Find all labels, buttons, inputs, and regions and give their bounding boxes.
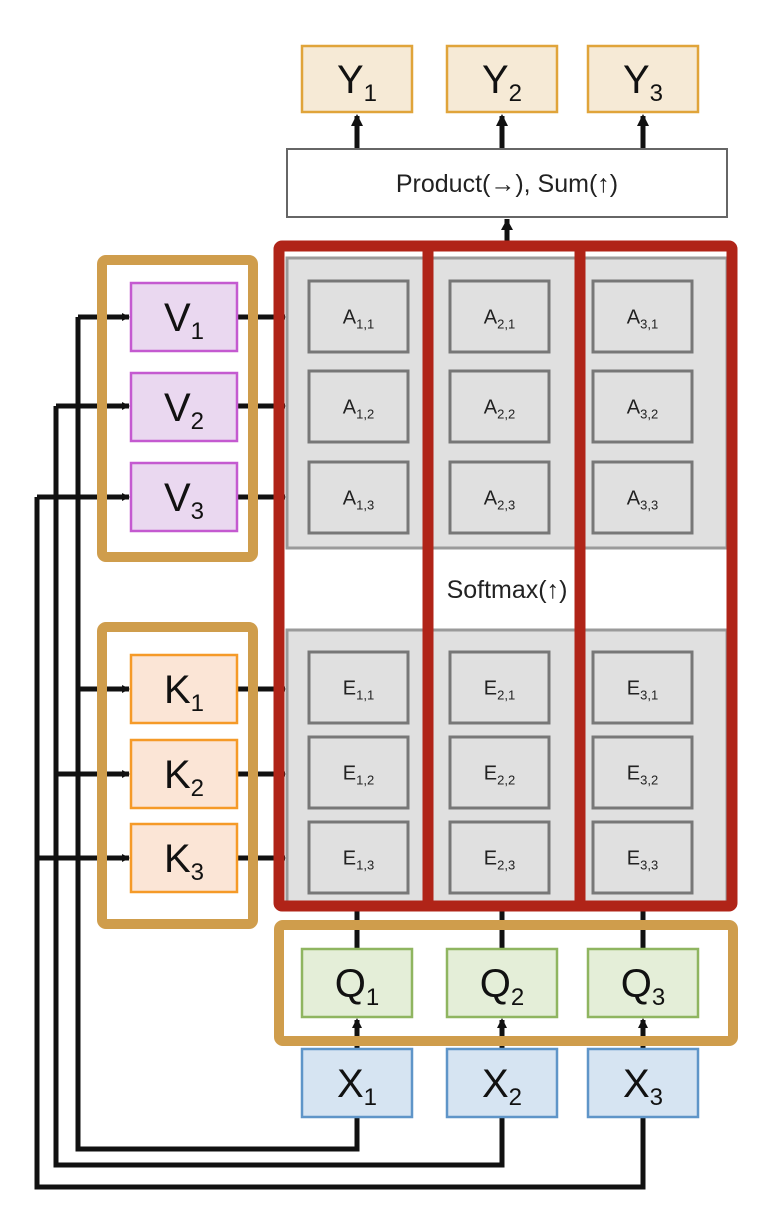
input-box-3-label: X3 [623, 1062, 663, 1111]
attention-cell-1-2: A1,2 [307, 369, 410, 444]
attention-cell-1-1: A1,1 [307, 279, 410, 354]
output-box-3: Y3 [586, 44, 700, 114]
attention-cell-1-3: A1,3 [307, 460, 410, 535]
product-sum-label: Product(→), Sum(↑) [396, 170, 618, 198]
attention-cell-3-1: A3,1 [591, 279, 694, 354]
similarity-cell-3-3: E3,3 [591, 820, 694, 895]
similarity-cell-3-3-label: E3,3 [627, 848, 658, 873]
query-box-1-label: Q1 [335, 962, 379, 1011]
similarity-cell-3-2-label: E3,2 [627, 763, 658, 788]
similarity-cell-3-1: E3,1 [591, 650, 694, 725]
product-sum-box: Product(→), Sum(↑) [286, 148, 728, 218]
up-arrow-icon [637, 114, 649, 126]
column-highlight-3 [574, 240, 738, 912]
similarity-cell-1-1: E1,1 [307, 650, 410, 725]
up-arrow-icon [351, 114, 363, 126]
similarity-cell-2-2-label: E2,2 [484, 763, 515, 788]
key-box-2-label: K2 [164, 753, 204, 802]
input-box-2: X2 [445, 1047, 559, 1119]
highlight-overlays [97, 240, 738, 1046]
input-row: X1 X2 X3 [300, 1047, 700, 1119]
up-arrow-icon: ↑ [547, 576, 560, 604]
input-feedback-wire-3 [34, 497, 646, 1190]
output-box-3-label: Y3 [623, 58, 663, 107]
similarity-cell-2-2: E2,2 [448, 735, 551, 810]
query-box-2-label: Q2 [480, 962, 524, 1011]
up-arrow-icon: ↑ [597, 170, 610, 198]
input-feedback-wire-1 [75, 317, 360, 1152]
attention-cell-2-1-label: A2,1 [484, 307, 515, 332]
value-box-1-label: V1 [164, 296, 204, 345]
attention-cell-1-1-label: A1,1 [343, 307, 374, 332]
key-box-3-label: K3 [164, 837, 204, 886]
attention-weight-grid: A1,1 A2,1 A3,1A1,2 A2,2 A3,2A1,3 A2,3 A3,3 [307, 279, 694, 535]
query-box-3-label: Q3 [621, 962, 665, 1011]
softmax-label: Softmax(↑) [447, 576, 568, 604]
attention-cell-3-2-label: A3,2 [627, 397, 658, 422]
query-highlight [274, 920, 738, 1046]
attention-cell-2-1: A2,1 [448, 279, 551, 354]
attention-cell-1-3-label: A1,3 [343, 488, 374, 513]
output-box-1-label: Y1 [337, 58, 377, 107]
output-box-1: Y1 [300, 44, 414, 114]
attention-cell-2-3: A2,3 [448, 460, 551, 535]
output-box-2-label: Y2 [482, 58, 522, 107]
similarity-cell-1-3: E1,3 [307, 820, 410, 895]
attention-cell-3-3-label: A3,3 [627, 488, 658, 513]
query-box-1: Q1 [300, 947, 414, 1019]
similarity-grid: E1,1 E2,1 E3,1E1,2 E2,2 E3,2E1,3 E2,3 E3,3 [307, 650, 694, 895]
up-arrow-icon [497, 1018, 507, 1028]
similarity-cell-3-2: E3,2 [591, 735, 694, 810]
attention-cell-2-2: A2,2 [448, 369, 551, 444]
right-arrow-icon: → [490, 170, 515, 198]
attention-cell-2-2-label: A2,2 [484, 397, 515, 422]
input-box-3: X3 [586, 1047, 700, 1119]
attention-cell-3-3: A3,3 [591, 460, 694, 535]
query-row: Q1 Q2 Q3 [300, 947, 700, 1019]
input-box-2-label: X2 [482, 1062, 522, 1111]
value-box-3-label: V3 [164, 476, 204, 525]
input-box-1-label: X1 [337, 1062, 377, 1111]
key-box-1: K1 [129, 653, 239, 725]
similarity-cell-2-1: E2,1 [448, 650, 551, 725]
similarity-cell-2-3: E2,3 [448, 820, 551, 895]
similarity-cell-1-3-label: E1,3 [343, 848, 374, 873]
input-feedback-wire-2 [53, 406, 505, 1168]
attention-cell-2-3-label: A2,3 [484, 488, 515, 513]
key-highlight [97, 622, 258, 929]
up-arrow-icon [638, 1018, 648, 1028]
key-box-3: K3 [129, 822, 239, 894]
value-box-1: V1 [129, 281, 239, 353]
value-box-3: V3 [129, 461, 239, 533]
input-box-1: X1 [300, 1047, 414, 1119]
query-box-3: Q3 [586, 947, 700, 1019]
output-box-2: Y2 [445, 44, 559, 114]
similarity-cell-1-1-label: E1,1 [343, 678, 374, 703]
attention-cell-1-2-label: A1,2 [343, 397, 374, 422]
up-arrow-icon [496, 114, 508, 126]
attention-cell-3-2: A3,2 [591, 369, 694, 444]
up-arrow-icon [501, 219, 513, 230]
similarity-cell-1-2: E1,2 [307, 735, 410, 810]
value-box-2-label: V2 [164, 386, 204, 435]
query-box-2: Q2 [445, 947, 559, 1019]
key-box-2: K2 [129, 738, 239, 810]
similarity-cell-2-3-label: E2,3 [484, 848, 515, 873]
up-arrow-icon [352, 1018, 362, 1028]
attention-cell-3-1-label: A3,1 [627, 307, 658, 332]
key-box-1-label: K1 [164, 668, 204, 717]
value-box-2: V2 [129, 371, 239, 443]
similarity-cell-1-2-label: E1,2 [343, 763, 374, 788]
similarity-cell-3-1-label: E3,1 [627, 678, 658, 703]
similarity-cell-2-1-label: E2,1 [484, 678, 515, 703]
output-row: Y1 Y2 Y3 [300, 44, 700, 114]
value-highlight [97, 255, 258, 562]
